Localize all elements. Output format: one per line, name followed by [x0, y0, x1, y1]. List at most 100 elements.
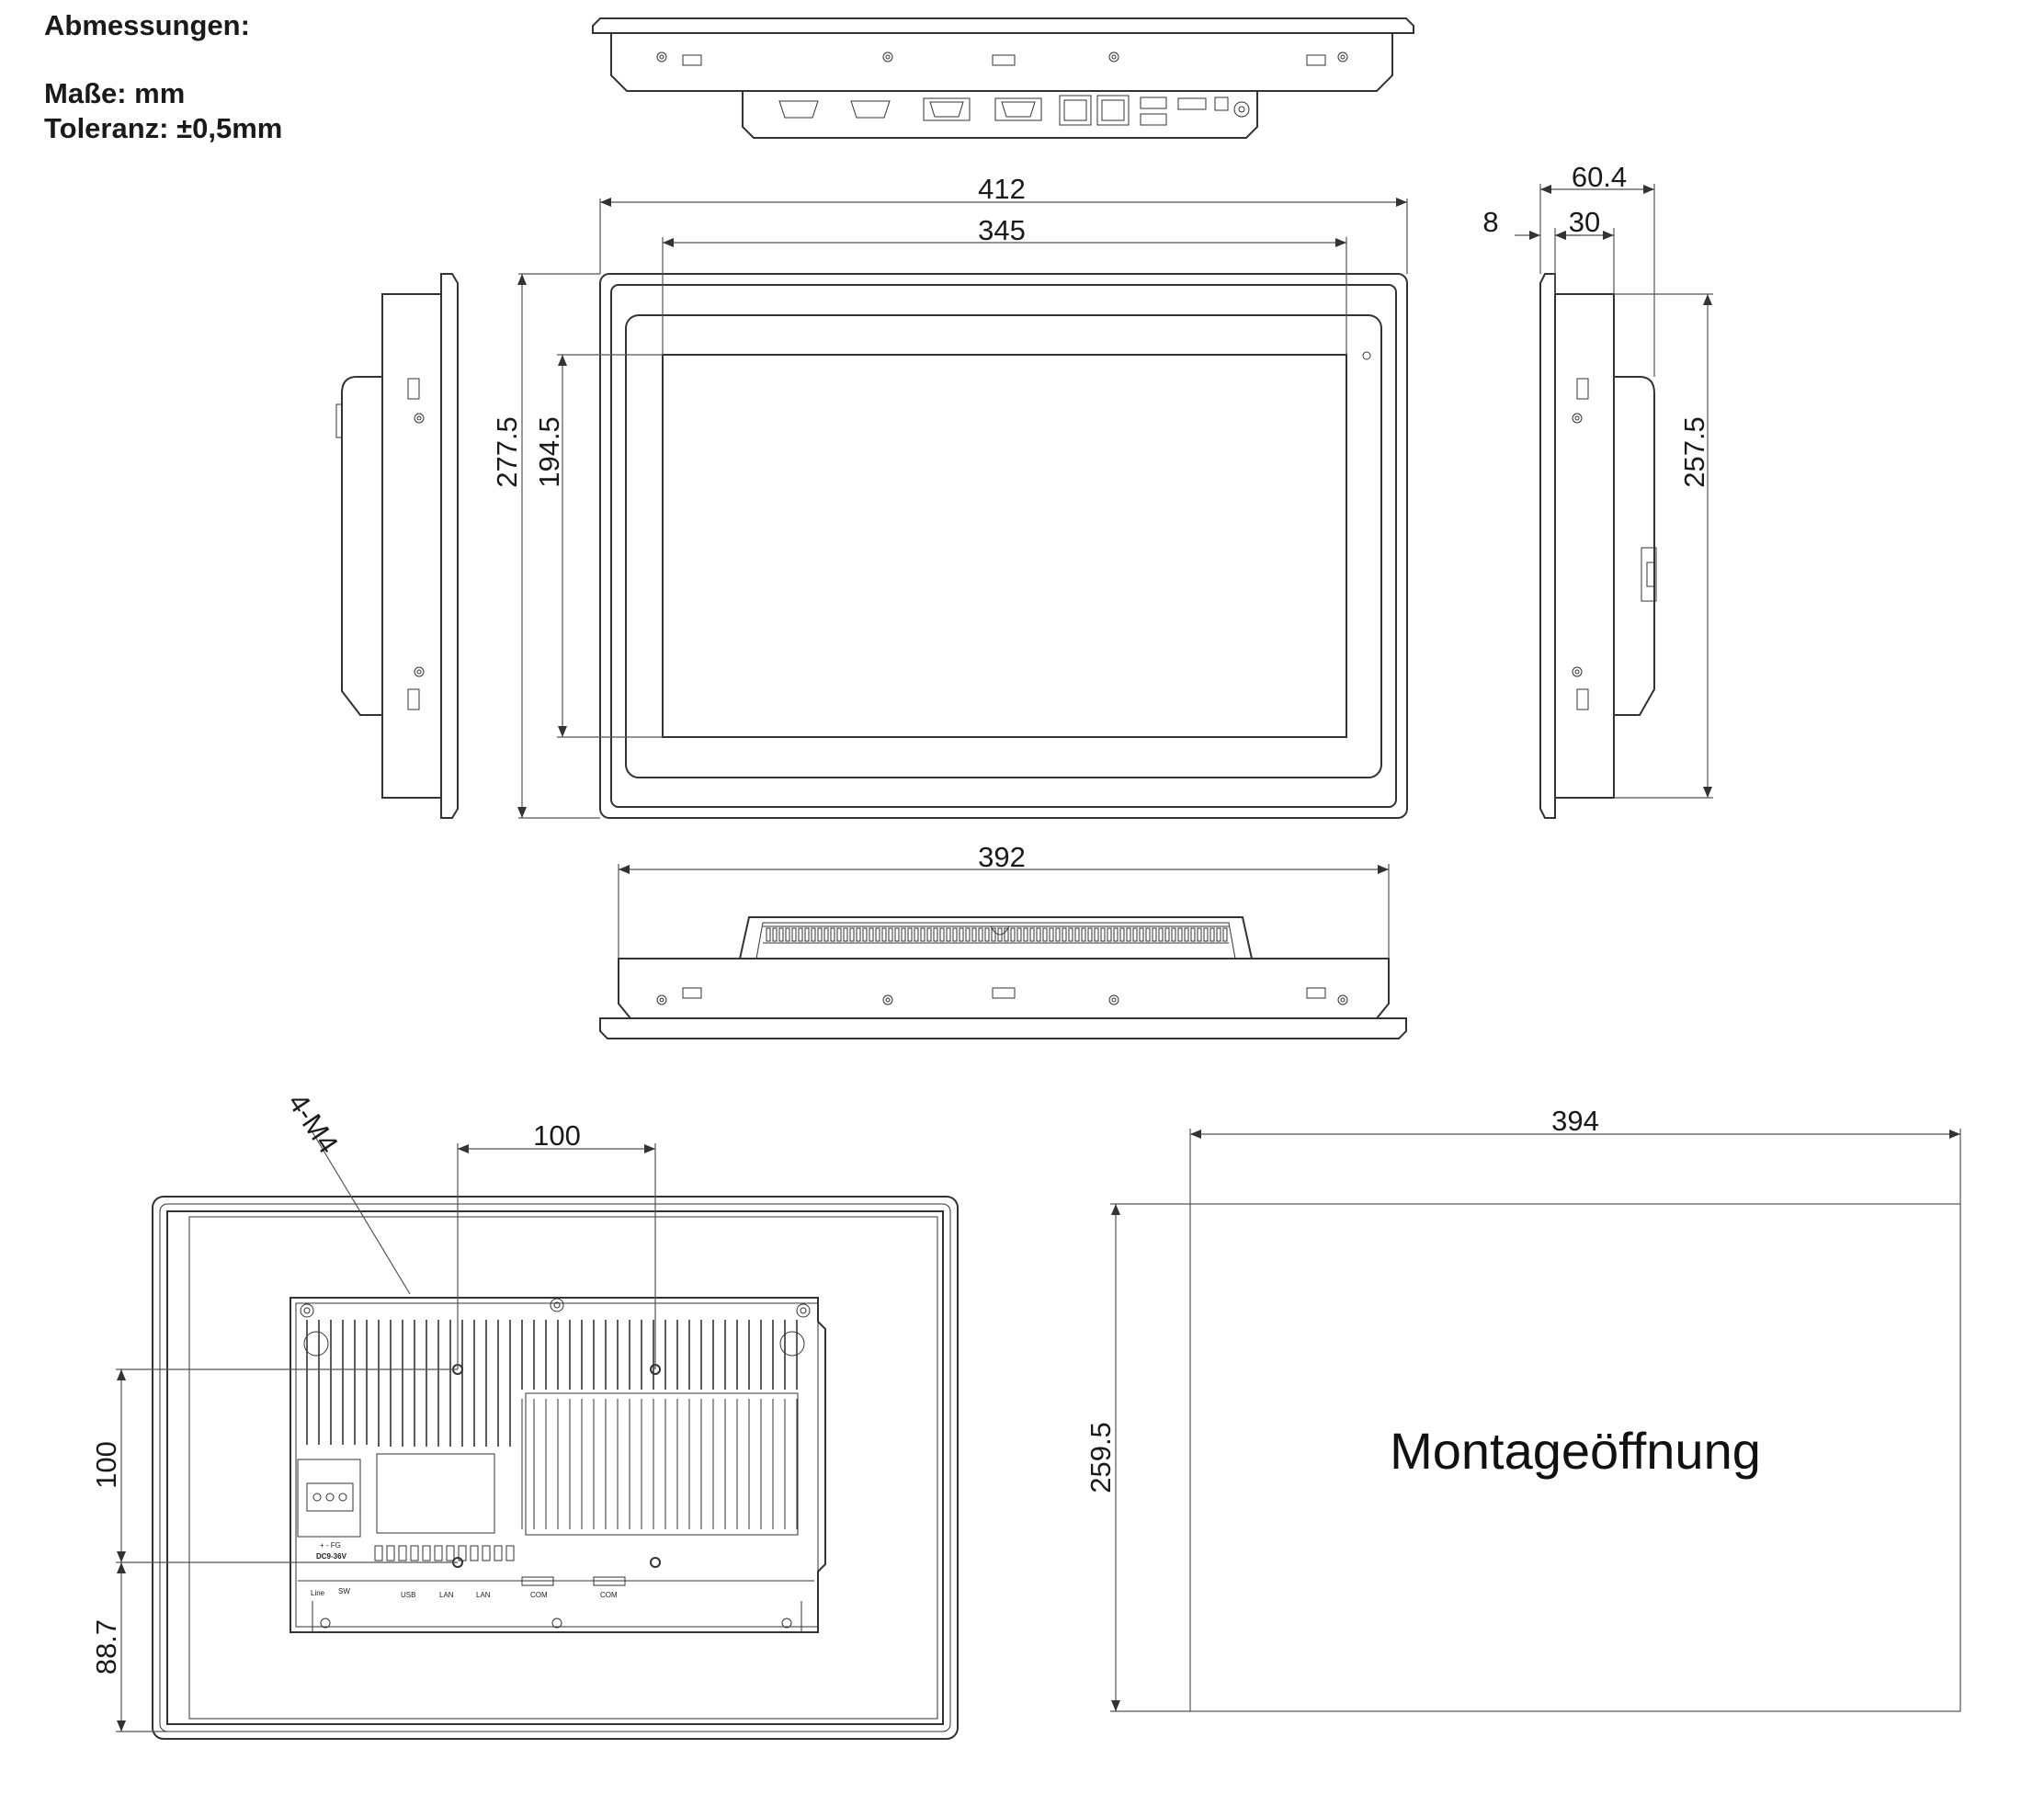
rear-housing: + - FG DC9-36V Line SW USB LAN LAN COM C…: [290, 1297, 826, 1633]
vent-slot: [766, 927, 771, 942]
vent-slot: [1171, 927, 1176, 942]
vent-slot: [1004, 927, 1009, 942]
vent-slot: [1100, 927, 1106, 942]
heatsink-fin: [410, 1545, 419, 1561]
front-view: [599, 273, 1408, 819]
cutout-label: Montageöffnung: [1390, 1422, 1761, 1480]
vent-slot: [946, 927, 951, 942]
vent-slot: [778, 927, 784, 942]
vent-slot: [1087, 927, 1093, 942]
vent-slot: [1094, 927, 1099, 942]
vent-slot: [881, 927, 887, 942]
dim-cutout-height: 259.5: [1084, 1203, 1190, 1712]
right-side-view: [1539, 273, 1657, 819]
dim-vesa-vertical: 100: [90, 1368, 458, 1563]
heatsink-fin: [494, 1545, 503, 1561]
header-title: Abmessungen:: [44, 9, 250, 41]
dim-194-5: 194.5: [533, 416, 565, 488]
bottom-vent-fins: [766, 927, 1228, 942]
vent-slot: [804, 927, 810, 942]
rear-view: + - FG DC9-36V Line SW USB LAN LAN COM C…: [90, 1087, 959, 1740]
dim-394: 394: [1551, 1105, 1599, 1137]
dim-257-5: 257.5: [1678, 416, 1710, 488]
vent-slot: [939, 927, 945, 942]
dim-front-bezel: 8: [1482, 206, 1581, 294]
vent-slot: [1209, 927, 1215, 942]
dim-side-height: 257.5: [1614, 293, 1713, 799]
vent-slot: [888, 927, 893, 942]
vent-slot: [894, 927, 900, 942]
dim-412: 412: [978, 173, 1026, 205]
vent-slot: [984, 927, 990, 942]
dim-depth-total: 60.4: [1539, 161, 1655, 377]
vent-slot: [901, 927, 906, 942]
usb-label: USB: [401, 1591, 415, 1599]
vent-slot: [1197, 927, 1202, 942]
vent-slot: [1113, 927, 1119, 942]
power-terminal-label: + - FG: [320, 1541, 341, 1550]
vent-slot: [920, 927, 925, 942]
vent-slot: [856, 927, 861, 942]
heatsink-fin: [422, 1545, 431, 1561]
lan1-label: LAN: [439, 1591, 454, 1599]
vent-slot: [1119, 927, 1125, 942]
dim-88-7: 88.7: [90, 1619, 122, 1675]
vent-slot: [869, 927, 874, 942]
dim-vesa-offset: 88.7: [90, 1562, 167, 1732]
vent-slot: [1023, 927, 1028, 942]
vent-slot: [862, 927, 868, 942]
vent-slot: [1203, 927, 1209, 942]
com2-label: COM: [600, 1591, 618, 1599]
vent-slot: [1107, 927, 1112, 942]
power-connector: + - FG DC9-36V: [297, 1459, 361, 1561]
vent-slot: [971, 927, 977, 942]
dim-345: 345: [978, 214, 1026, 246]
heatsink-fin: [374, 1545, 383, 1561]
dim-vesa-100-h: 100: [533, 1119, 581, 1152]
line-label: Line: [311, 1589, 325, 1597]
vent-slot: [1049, 927, 1054, 942]
vent-slot: [817, 927, 823, 942]
vent-slot: [907, 927, 913, 942]
vent-slot: [926, 927, 932, 942]
vent-slot: [1042, 927, 1048, 942]
vent-slot: [1029, 927, 1035, 942]
vent-slot: [1222, 927, 1228, 942]
vent-slot: [830, 927, 835, 942]
tolerance-label: Toleranz: ±0,5mm: [44, 112, 283, 144]
com1-label: COM: [530, 1591, 548, 1599]
power-rating-label: DC9-36V: [316, 1552, 347, 1561]
dim-height-display: 194.5: [533, 354, 663, 738]
dim-30: 30: [1569, 206, 1600, 238]
vent-slot: [959, 927, 964, 942]
vent-slot: [1055, 927, 1061, 942]
left-side-view: [335, 273, 459, 819]
dim-259-5: 259.5: [1084, 1422, 1117, 1493]
vent-slot: [1036, 927, 1041, 942]
heatsink-fin: [470, 1545, 479, 1561]
dim-cutout-width: 394: [1189, 1105, 1961, 1204]
lan2-label: LAN: [476, 1591, 491, 1599]
vent-slot: [785, 927, 790, 942]
vent-slot: [1016, 927, 1022, 942]
heatsink-fin: [434, 1545, 443, 1561]
heatsink-fin: [386, 1545, 395, 1561]
vent-slot: [1145, 927, 1151, 942]
vent-slot: [914, 927, 919, 942]
rear-heatsink-fins: [306, 1320, 798, 1561]
dim-height-overall: 277.5: [491, 273, 600, 819]
vent-slot: [772, 927, 778, 942]
vent-slot: [1068, 927, 1073, 942]
vent-slot: [1139, 927, 1144, 942]
vent-slot: [1177, 927, 1183, 942]
bottom-view: [599, 916, 1407, 1039]
vent-slot: [978, 927, 983, 942]
vent-slot: [1152, 927, 1157, 942]
vent-slot: [1190, 927, 1196, 942]
dim-bottom-width: 392: [618, 841, 1390, 959]
dim-vesa-100-v: 100: [90, 1441, 122, 1489]
dim-width-display: 345: [662, 214, 1347, 355]
dim-width-overall: 412: [599, 173, 1408, 274]
vent-slot: [791, 927, 797, 942]
